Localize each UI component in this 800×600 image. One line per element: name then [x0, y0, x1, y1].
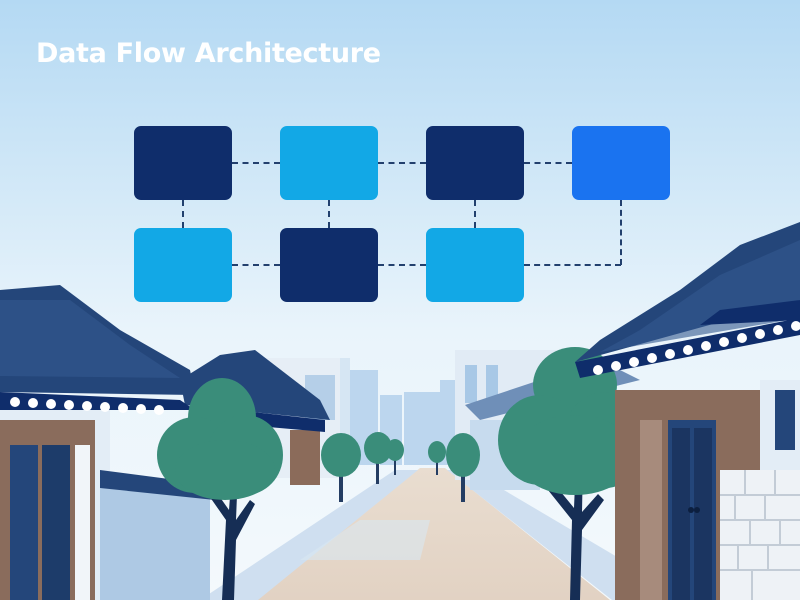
page-title: Data Flow Architecture [36, 38, 381, 69]
node-r1-c4[interactable] [572, 126, 670, 200]
connector-r2-1-2 [232, 264, 280, 266]
right-hanok-house [575, 222, 800, 600]
left-tree [157, 378, 283, 600]
small-trees [321, 432, 480, 502]
node-r2-c1[interactable] [134, 228, 232, 302]
connector-r2-2-3 [378, 264, 426, 266]
node-r1-c3[interactable] [426, 126, 524, 200]
node-r2-c2[interactable] [280, 228, 378, 302]
connector-v-col4-down [620, 200, 622, 265]
connector-v-col2 [328, 200, 330, 228]
road [255, 468, 610, 600]
connector-r1-1-2 [232, 162, 280, 164]
node-r1-c1[interactable] [134, 126, 232, 200]
node-r1-c2[interactable] [280, 126, 378, 200]
connector-r1-3-4 [524, 162, 572, 164]
left-hanok-house [0, 285, 215, 600]
connector-r2-3-col4 [524, 264, 621, 266]
connector-v-col3 [474, 200, 476, 228]
connector-r1-2-3 [378, 162, 426, 164]
connector-v-col1 [182, 200, 184, 228]
node-r2-c3[interactable] [426, 228, 524, 302]
